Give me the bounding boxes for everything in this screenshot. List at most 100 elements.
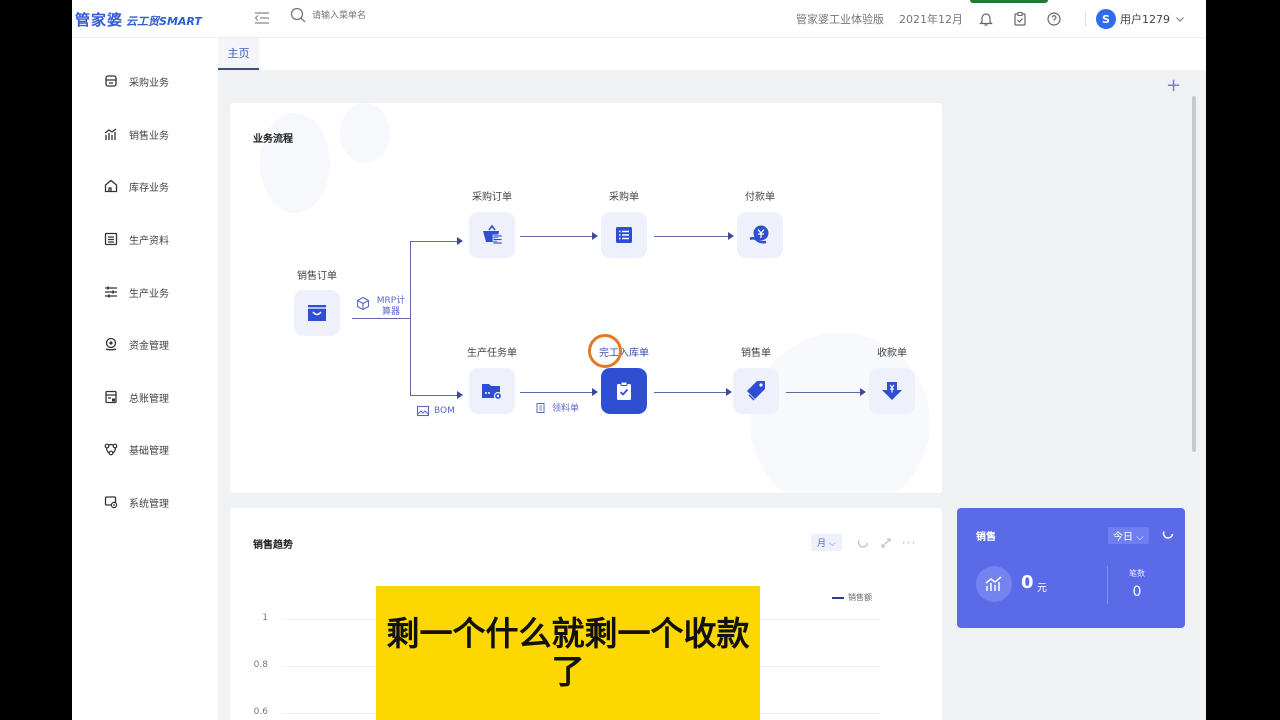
count-value: 0 (1132, 584, 1142, 600)
sidebar: 采购业务 销售业务 库存业务 生产资料 生产业务 资金管理 总账管理 基础管理 (72, 38, 218, 720)
video-subtitle: 剩一个什么就剩一个收款了 (376, 586, 760, 720)
logo-main: 管家婆 (75, 11, 124, 29)
period-select[interactable]: 月 ⌵ (811, 534, 842, 551)
node-payment-bill[interactable] (737, 212, 783, 258)
card-title: 销售 (976, 532, 996, 543)
arrow-icon (457, 391, 463, 399)
connector (786, 392, 860, 393)
node-purchase-order[interactable] (469, 212, 515, 258)
period-select-value: 今日 (1113, 532, 1133, 543)
edge-label-text: 领料单 (552, 404, 580, 414)
sidebar-item-label: 生产业务 (129, 288, 169, 300)
sidebar-item-label: 生产资料 (129, 235, 169, 247)
connector (410, 241, 411, 396)
sidebar-item-production[interactable]: 生产业务 (104, 281, 169, 303)
chart-legend[interactable]: 销售额 (832, 592, 872, 603)
sidebar-item-system[interactable]: 系统管理 (104, 491, 169, 513)
search-input[interactable] (312, 10, 472, 20)
sidebar-item-funds[interactable]: 资金管理 (104, 333, 169, 355)
edition-label: 管家婆工业体验版 (796, 13, 884, 26)
warehouse-icon (104, 179, 118, 193)
clipboard-check-icon (617, 381, 631, 400)
sidebar-item-production-data[interactable]: 生产资料 (104, 228, 169, 250)
sliders-icon (105, 286, 117, 298)
refresh-icon[interactable] (1161, 527, 1175, 541)
expand-icon[interactable] (880, 537, 892, 549)
fund-icon (105, 337, 117, 351)
menu-fold-icon[interactable] (254, 10, 270, 26)
y-tick: 0.6 (253, 707, 268, 717)
basket-icon (483, 224, 503, 245)
purchase-icon (105, 75, 117, 87)
folder-gear-icon (482, 384, 503, 401)
edge-label-bom[interactable]: BOM (416, 404, 455, 418)
sidebar-item-label: 基础管理 (129, 445, 169, 457)
decoration (260, 113, 330, 213)
period-select[interactable]: 今日 ⌵ (1108, 527, 1149, 544)
base-icon (104, 443, 118, 456)
scrollbar[interactable] (1192, 96, 1196, 452)
sales-summary-card: 销售 今日 ⌵ 0 元 笔数 0 (957, 508, 1185, 628)
node-label-sales-bill: 销售单 (741, 348, 771, 359)
arrow-icon (457, 237, 463, 245)
sales-amount: 0 (1021, 572, 1034, 593)
divider (1107, 566, 1108, 604)
node-purchase-bill[interactable] (601, 212, 647, 258)
edge-label-mrp[interactable]: MRP计算器 (355, 296, 415, 318)
more-icon[interactable]: ··· (901, 535, 917, 550)
sidebar-item-label: 销售业务 (129, 130, 169, 142)
tag-icon (747, 381, 765, 401)
refresh-icon[interactable] (856, 536, 870, 550)
list-icon (616, 227, 632, 243)
user-menu[interactable]: S 用户1279 (1096, 9, 1186, 29)
sidebar-item-label: 采购业务 (129, 77, 169, 89)
connector (654, 236, 728, 237)
tab-home[interactable]: 主页 (218, 38, 259, 70)
document-icon (536, 402, 545, 413)
tab-bar: 主页 (218, 38, 1206, 70)
node-label-receipt-bill: 收款单 (877, 348, 907, 359)
card-title: 业务流程 (253, 134, 293, 145)
node-label-production-task: 生产任务单 (467, 348, 517, 359)
connector (654, 392, 726, 393)
sales-unit: 元 (1037, 583, 1047, 594)
arrow-icon (728, 232, 734, 240)
sidebar-item-ledger[interactable]: 总账管理 (104, 386, 169, 408)
menu-search[interactable] (290, 7, 472, 23)
help-icon[interactable] (1046, 11, 1062, 27)
window-indicator (970, 0, 1048, 3)
image-icon (416, 405, 430, 417)
cursor-highlight (588, 334, 622, 368)
node-production-task[interactable] (469, 368, 515, 414)
chart-controls: 月 ⌵ ··· (811, 534, 916, 551)
y-tick: 1 (262, 613, 268, 623)
sidebar-item-label: 系统管理 (129, 498, 169, 510)
bell-icon[interactable] (978, 11, 994, 27)
node-sales-order[interactable] (294, 290, 340, 336)
add-widget-icon[interactable]: + (1166, 75, 1182, 96)
sidebar-item-inventory[interactable]: 库存业务 (104, 175, 169, 197)
node-finished-inbound[interactable] (601, 368, 647, 414)
node-sales-bill[interactable] (733, 368, 779, 414)
sidebar-item-purchase[interactable]: 采购业务 (104, 70, 169, 92)
system-icon (104, 496, 118, 509)
arrow-icon (592, 388, 598, 396)
sidebar-item-base[interactable]: 基础管理 (104, 438, 169, 460)
divider (1085, 11, 1086, 27)
clipboard-icon[interactable] (1012, 11, 1028, 27)
sidebar-item-sales[interactable]: 销售业务 (104, 123, 169, 145)
connector (352, 318, 410, 319)
logo-sub: 云工贸SMART (126, 15, 202, 28)
decoration (340, 103, 390, 163)
business-flow-card: 业务流程 销售订单 采购订单 采购单 付款单 生产任务单 完工入库单 销售单 收… (230, 103, 942, 493)
sales-chart-icon (104, 128, 117, 140)
node-label-payment-bill: 付款单 (745, 192, 775, 203)
avatar: S (1096, 9, 1116, 29)
arrow-icon (860, 388, 866, 396)
period-label[interactable]: 2021年12月 (899, 13, 963, 26)
edge-label-material[interactable]: 领料单 (535, 401, 579, 414)
node-receipt-bill[interactable] (869, 368, 915, 414)
sidebar-item-label: 库存业务 (129, 182, 169, 194)
node-label-purchase-order: 采购订单 (472, 192, 512, 203)
user-name: 用户1279 (1120, 13, 1170, 26)
